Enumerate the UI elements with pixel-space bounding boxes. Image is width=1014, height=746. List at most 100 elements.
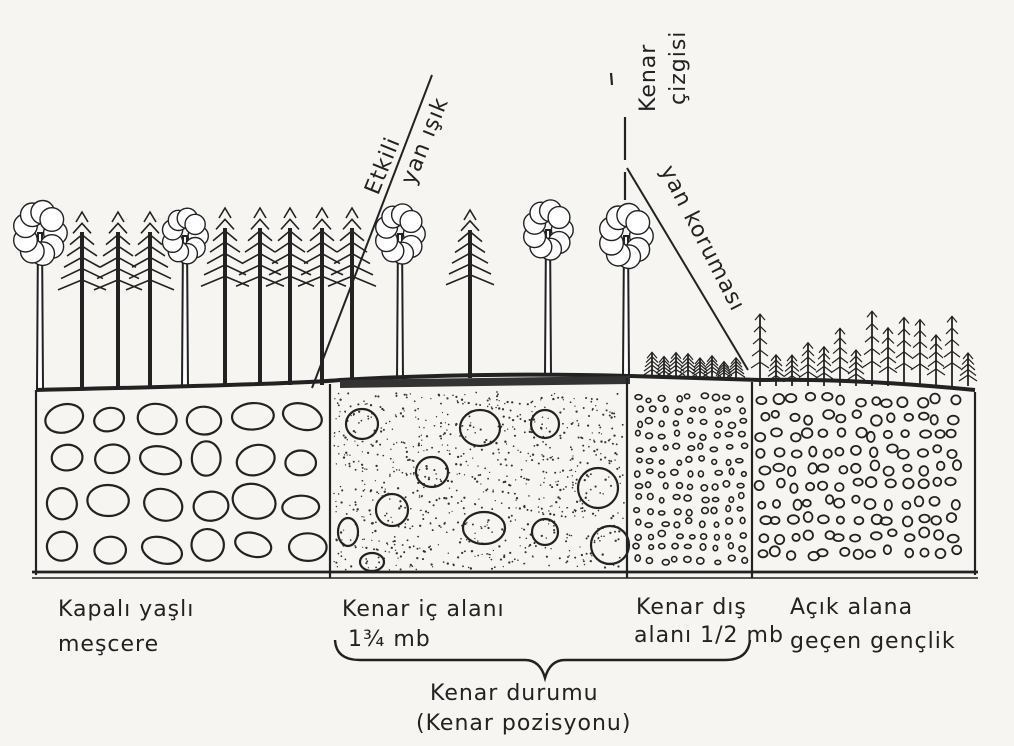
stone: [192, 490, 230, 522]
young-tree: [927, 335, 945, 386]
stone: [346, 409, 378, 439]
stone: [285, 450, 316, 475]
small-stone: [716, 409, 722, 414]
medium-stone: [903, 465, 911, 472]
small-stone: [648, 494, 654, 500]
stone: [231, 402, 275, 431]
medium-stone: [919, 528, 929, 538]
medium-stone: [809, 447, 816, 457]
medium-stone: [804, 531, 813, 540]
medium-stone: [836, 415, 845, 423]
small-stone: [701, 485, 707, 491]
medium-stone: [933, 445, 941, 452]
small-stone: [646, 558, 652, 564]
small-stone: [725, 432, 732, 436]
small-stone: [660, 498, 664, 503]
medium-stone: [806, 483, 814, 491]
small-stone: [673, 443, 680, 449]
young-tree: [959, 353, 977, 386]
medium-stone: [888, 529, 897, 536]
stone: [192, 441, 221, 476]
small-stone: [700, 521, 705, 527]
label-edge-state-1: Kenar durumu: [430, 681, 599, 706]
medium-stone: [788, 467, 795, 476]
small-stone: [716, 421, 722, 427]
medium-stone: [898, 450, 909, 459]
medium-stone: [919, 479, 929, 488]
small-stone: [715, 560, 721, 564]
stone: [140, 484, 187, 526]
stone: [228, 478, 280, 524]
small-stone: [742, 558, 748, 564]
small-stone: [686, 457, 692, 463]
medium-stone: [777, 479, 785, 488]
medium-stone: [838, 428, 846, 436]
small-stone: [729, 468, 733, 474]
medium-stone: [835, 448, 843, 456]
stone: [137, 442, 184, 478]
small-stone: [701, 393, 708, 398]
small-stone: [684, 544, 691, 548]
small-stone: [711, 507, 717, 513]
conifer-tree: [328, 208, 376, 385]
small-stone: [635, 471, 640, 477]
small-stone: [677, 460, 681, 465]
stone: [189, 527, 226, 563]
small-stone: [635, 395, 642, 400]
broadleaf-tree: [14, 201, 68, 389]
medium-stone: [872, 397, 880, 405]
conifer-tree: [446, 210, 494, 378]
medium-stone: [918, 398, 928, 408]
conifer-tree: [94, 212, 142, 388]
small-stone: [740, 408, 745, 414]
medium-stone: [887, 444, 898, 452]
small-stone: [726, 460, 730, 466]
medium-stone: [854, 479, 863, 486]
small-stone: [677, 483, 683, 489]
medium-stone: [952, 546, 961, 555]
medium-stone: [931, 415, 938, 424]
young-tree: [895, 317, 913, 386]
small-stone: [685, 394, 690, 399]
medium-stone: [837, 517, 844, 524]
medium-stone: [947, 450, 956, 458]
medium-stone: [897, 397, 907, 407]
young-tree: [863, 311, 881, 386]
medium-stone: [915, 496, 924, 506]
medium-stone: [855, 517, 864, 524]
small-stone: [739, 493, 744, 499]
edge-dashed-line: [611, 73, 625, 200]
medium-stone: [919, 413, 929, 420]
medium-stone: [806, 393, 815, 401]
small-stone: [637, 458, 642, 462]
small-stone: [723, 481, 729, 487]
label-effective-side-light-1: Etkili: [360, 134, 406, 199]
medium-stone: [920, 549, 928, 557]
small-stone: [698, 443, 703, 449]
medium-stone: [840, 548, 849, 556]
small-stone: [636, 494, 641, 499]
small-stone: [672, 543, 678, 548]
medium-stone: [953, 460, 961, 470]
small-stone: [712, 394, 719, 400]
small-stone: [671, 470, 678, 476]
medium-stone: [871, 532, 882, 539]
medium-stone: [854, 550, 863, 559]
stone: [94, 536, 127, 565]
medium-stone: [818, 464, 828, 472]
stone: [376, 494, 408, 526]
stone: [93, 443, 130, 475]
stone: [460, 410, 500, 446]
label-edge-state-2: (Kenar pozisyonu): [416, 711, 631, 736]
small-stone: [645, 523, 652, 528]
medium-stone: [931, 516, 941, 525]
medium-stone: [758, 502, 765, 509]
medium-stone: [774, 394, 785, 404]
small-stone: [636, 430, 641, 435]
label-edge-line-2: çizgisi: [666, 31, 691, 105]
medium-stone: [804, 416, 812, 425]
small-stone: [729, 497, 734, 502]
label-closed-stand-1: Kapalı yaşlı: [58, 597, 194, 622]
medium-stone: [856, 399, 866, 407]
small-stone: [647, 469, 653, 473]
